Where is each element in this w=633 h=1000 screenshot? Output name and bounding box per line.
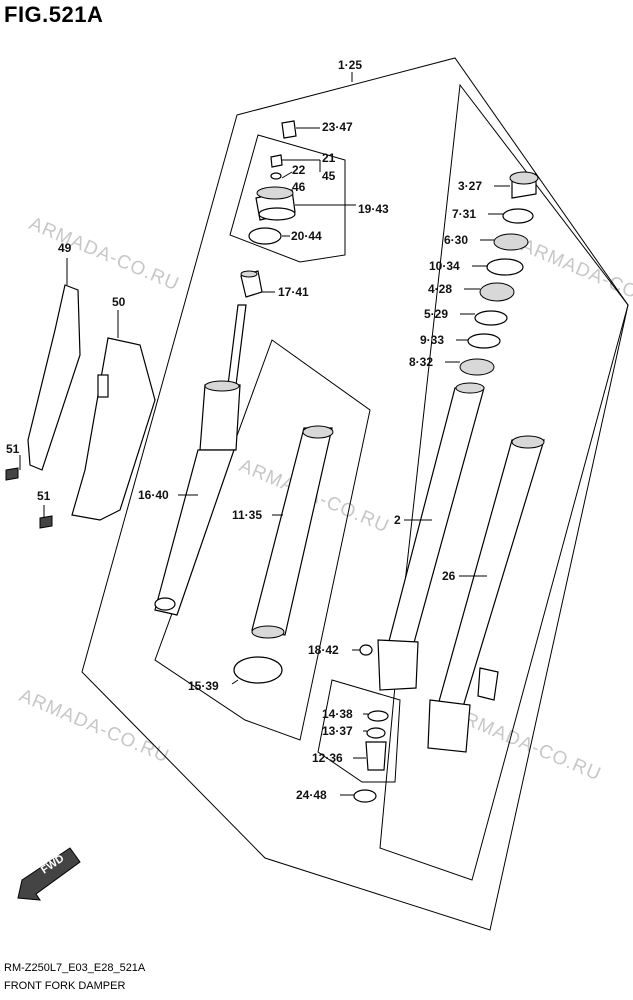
label-13-37: 13·37 <box>322 724 353 738</box>
label-8-32: 8·32 <box>409 355 433 369</box>
label-7-31: 7·31 <box>452 207 476 221</box>
watermark-5: ARMADA-CO.RU <box>448 703 604 785</box>
label-12-36: 12·36 <box>312 751 343 765</box>
label-15-39: 15·39 <box>188 679 219 693</box>
label-51-upper: 51 <box>6 442 20 456</box>
label-5-29: 5·29 <box>424 307 448 321</box>
base-valve-group-outline <box>317 679 401 783</box>
label-1-25: 1·25 <box>338 58 362 72</box>
seal-stack <box>459 171 539 376</box>
label-18-42: 18·42 <box>308 643 339 657</box>
label-10-34: 10·34 <box>429 259 460 273</box>
watermark-1: ARMADA-CO.RU <box>26 213 182 295</box>
o-ring-15 <box>233 656 283 684</box>
label-6-30: 6·30 <box>444 233 468 247</box>
label-20-44: 20·44 <box>291 229 322 243</box>
outer-tube <box>427 435 545 753</box>
label-16-40: 16·40 <box>138 488 169 502</box>
label-22: 22 <box>292 163 306 177</box>
label-2: 2 <box>394 513 401 527</box>
label-23-47: 23·47 <box>322 120 353 134</box>
label-26: 26 <box>442 569 456 583</box>
lock-nut <box>240 270 263 298</box>
cap-bolt-group-outline <box>229 134 346 263</box>
figure-caption: FRONT FORK DAMPER <box>4 980 126 992</box>
label-51-lower: 51 <box>37 489 51 503</box>
label-50: 50 <box>112 295 126 309</box>
watermark-2: ARMADA-CO.RU <box>518 235 633 317</box>
label-19-43: 19·43 <box>358 202 389 216</box>
label-45: 45 <box>322 169 336 183</box>
label-21: 21 <box>322 151 336 165</box>
watermark-4: ARMADA-CO.RU <box>16 685 172 767</box>
label-9-33: 9·33 <box>420 333 444 347</box>
label-46: 46 <box>292 180 306 194</box>
label-3-27: 3·27 <box>458 179 482 193</box>
leader-lines <box>19 72 510 796</box>
fork-guards <box>5 284 156 529</box>
figure-code: RM-Z250L7_E03_E28_521A <box>4 962 146 974</box>
label-14-38: 14·38 <box>322 707 353 721</box>
fork-spring <box>251 425 334 639</box>
outer-tube-group-outline <box>379 83 629 881</box>
label-17-41: 17·41 <box>278 285 309 299</box>
label-49: 49 <box>58 241 72 255</box>
inner-tube <box>359 382 485 691</box>
label-4-28: 4·28 <box>428 282 452 296</box>
base-valve <box>353 710 389 803</box>
cap-bolt-assembly <box>248 120 297 245</box>
label-11-35: 11·35 <box>232 508 262 522</box>
label-24-48: 24·48 <box>296 788 327 802</box>
figure-title: FIG.521A <box>4 2 104 27</box>
fwd-arrow-icon: FWD <box>17 847 81 901</box>
damper-cartridge <box>154 304 247 616</box>
assembly-outline <box>81 57 629 931</box>
